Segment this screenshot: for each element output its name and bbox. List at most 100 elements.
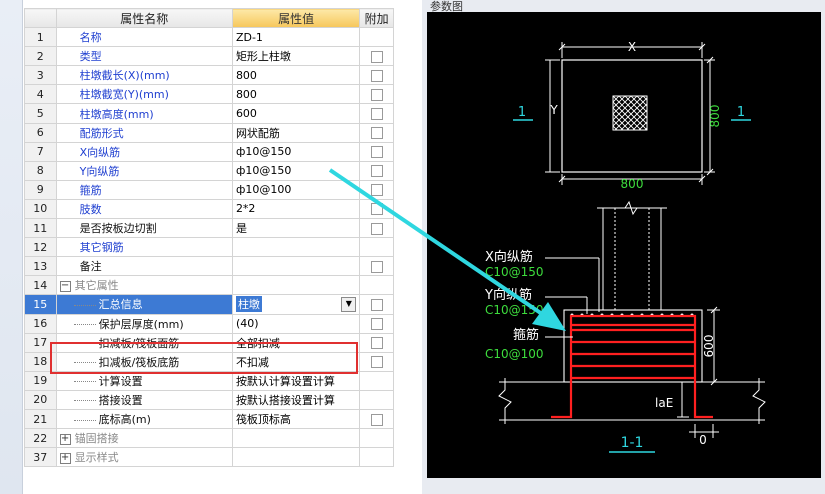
- property-name-cell[interactable]: X向纵筋: [55, 141, 233, 162]
- property-name-cell[interactable]: 肢数: [55, 198, 233, 220]
- property-value-cell[interactable]: 矩形上柱墩: [231, 46, 361, 67]
- property-name-cell[interactable]: 柱墩高度(mm): [55, 103, 233, 124]
- property-name-cell[interactable]: 柱墩截长(X)(mm): [55, 65, 233, 86]
- property-name-cell[interactable]: 汇总信息: [55, 294, 233, 315]
- property-name-cell[interactable]: 备注: [55, 256, 233, 277]
- dropdown-arrow-icon[interactable]: ▼: [341, 297, 357, 313]
- property-value-cell[interactable]: 是: [231, 218, 361, 239]
- table-row[interactable]: 14−其它属性: [24, 275, 394, 296]
- extra-cell: [359, 332, 394, 353]
- expand-plus-icon[interactable]: +: [59, 451, 71, 464]
- collapse-minus-icon[interactable]: −: [59, 279, 71, 292]
- property-value-cell[interactable]: 2*2: [231, 198, 361, 220]
- property-value-cell[interactable]: 按默认计算设置计算: [231, 370, 361, 391]
- property-name-cell[interactable]: +显示样式: [55, 447, 233, 468]
- property-value-dropdown-text[interactable]: 柱墩: [235, 296, 262, 313]
- property-name: 名称: [79, 31, 102, 45]
- property-value-cell[interactable]: ф10@150: [231, 160, 361, 181]
- extra-checkbox[interactable]: [370, 260, 383, 273]
- property-value-cell[interactable]: 800: [231, 65, 361, 86]
- extra-checkbox[interactable]: [370, 318, 383, 331]
- property-value-cell[interactable]: [231, 256, 361, 277]
- property-name-cell[interactable]: 配筋形式: [55, 122, 233, 143]
- header-property-name[interactable]: 属性名称: [55, 7, 233, 29]
- property-value-cell[interactable]: 筏板顶标高: [231, 408, 361, 430]
- property-name-cell[interactable]: 底标高(m): [55, 408, 233, 430]
- extra-checkbox[interactable]: [370, 127, 383, 140]
- extra-checkbox[interactable]: [370, 413, 383, 426]
- property-value: ф10@100: [235, 183, 292, 197]
- property-value-cell[interactable]: ▼ 柱墩: [231, 294, 361, 315]
- property-value-cell[interactable]: ZD-1: [231, 27, 361, 48]
- extra-checkbox[interactable]: [370, 165, 383, 178]
- expand-plus-icon[interactable]: +: [59, 432, 71, 445]
- property-value-cell[interactable]: (40): [231, 313, 361, 334]
- extra-checkbox[interactable]: [370, 146, 383, 159]
- extra-checkbox[interactable]: [370, 108, 383, 121]
- property-name-cell[interactable]: 名称: [55, 27, 233, 48]
- table-row[interactable]: 22+锚固搭接: [24, 428, 394, 449]
- table-row[interactable]: 37+显示样式: [24, 447, 394, 468]
- extra-checkbox[interactable]: [370, 50, 383, 63]
- extra-checkbox[interactable]: [370, 298, 383, 311]
- extra-checkbox[interactable]: [370, 184, 383, 197]
- property-name-cell[interactable]: 搭接设置: [55, 389, 233, 410]
- extra-cell: [359, 160, 394, 181]
- extra-checkbox[interactable]: [370, 356, 383, 369]
- extra-checkbox[interactable]: [370, 337, 383, 350]
- property-value-cell[interactable]: ф10@100: [231, 179, 361, 200]
- header-property-value[interactable]: 属性值: [231, 7, 361, 29]
- property-name-cell[interactable]: Y向纵筋: [55, 160, 233, 181]
- extra-checkbox[interactable]: [370, 69, 383, 82]
- property-name: 箍筋: [79, 183, 102, 197]
- property-value-cell[interactable]: 600: [231, 103, 361, 124]
- property-value-cell[interactable]: ф10@150: [231, 141, 361, 162]
- property-value-cell[interactable]: 全部扣减: [231, 332, 361, 353]
- extra-checkbox[interactable]: [370, 222, 383, 235]
- property-name-cell[interactable]: −其它属性: [55, 275, 233, 296]
- property-value-cell[interactable]: [231, 428, 361, 449]
- row-number: 8: [24, 160, 57, 181]
- property-value-cell[interactable]: 网状配筋: [231, 122, 361, 143]
- property-value-cell[interactable]: [231, 447, 361, 468]
- extra-checkbox[interactable]: [370, 203, 383, 216]
- property-value-cell[interactable]: 不扣减: [231, 351, 361, 372]
- property-value-cell[interactable]: [231, 237, 361, 258]
- property-name-cell[interactable]: 类型: [55, 46, 233, 67]
- property-name-cell[interactable]: 箍筋: [55, 179, 233, 200]
- property-value-cell[interactable]: 按默认搭接设置计算: [231, 389, 361, 410]
- header-extra[interactable]: 附加: [359, 7, 394, 29]
- property-value-cell[interactable]: [231, 275, 361, 296]
- property-name-cell[interactable]: 保护层厚度(mm): [55, 313, 233, 334]
- property-name-cell[interactable]: 计算设置: [55, 370, 233, 391]
- property-name-cell[interactable]: 扣减板/筏板面筋: [55, 332, 233, 353]
- property-name-cell[interactable]: +锚固搭接: [55, 428, 233, 449]
- property-value-cell[interactable]: 800: [231, 84, 361, 105]
- row-number: 5: [24, 103, 57, 124]
- property-name-cell[interactable]: 扣减板/筏板底筋: [55, 351, 233, 372]
- property-name-cell[interactable]: 是否按板边切割: [55, 218, 233, 239]
- extra-checkbox[interactable]: [370, 88, 383, 101]
- property-name-cell[interactable]: 柱墩截宽(Y)(mm): [55, 84, 233, 105]
- property-name-cell[interactable]: 其它钢筋: [55, 237, 233, 258]
